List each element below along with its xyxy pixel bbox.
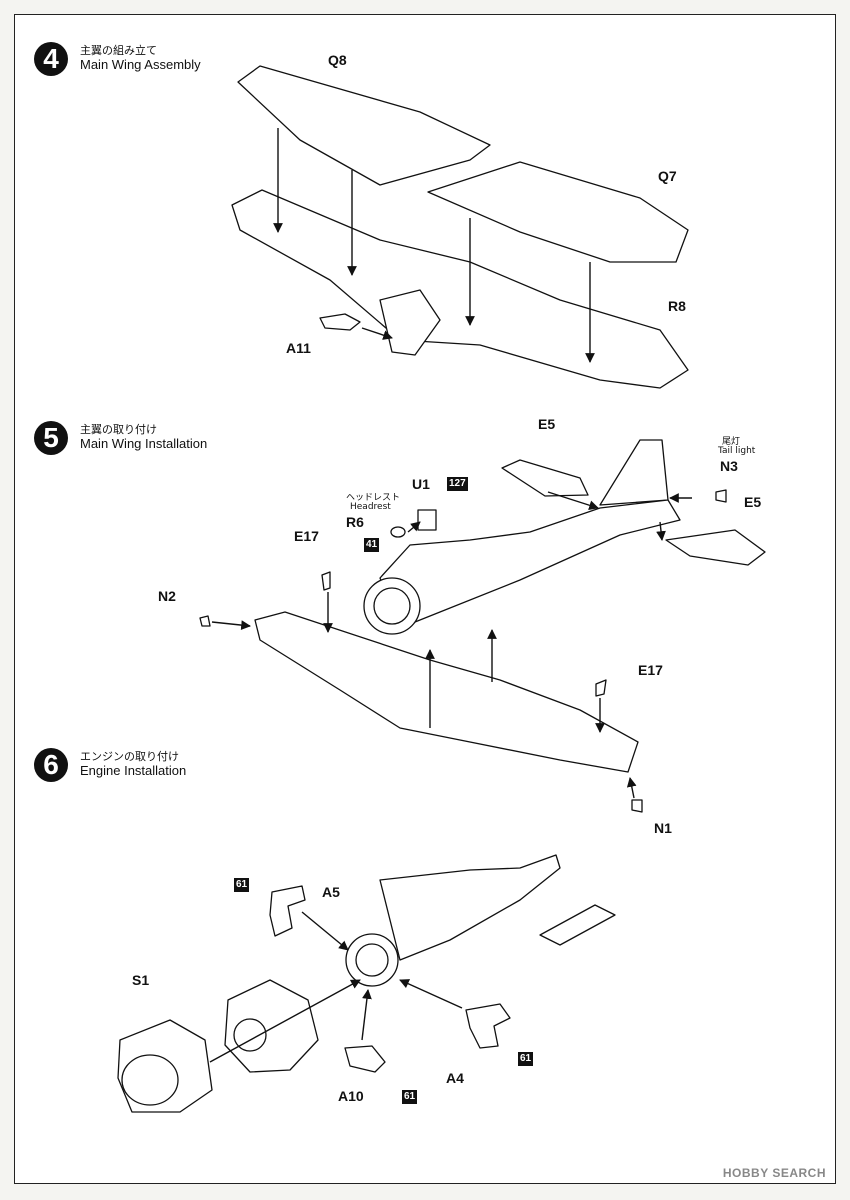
note-tail-light-en: Tail light: [718, 446, 756, 456]
exhaust-a4: [465, 1003, 511, 1049]
step-title-jp: 主翼の取り付け: [80, 423, 157, 436]
note-headrest-jp: ヘッドレスト: [346, 493, 401, 503]
label-e17-right: E17: [638, 662, 663, 678]
wing-upper-right-q7: [427, 161, 689, 263]
watermark: HOBBY SEARCH: [722, 1166, 826, 1180]
label-n3: N3: [720, 458, 738, 474]
label-e5-right: E5: [744, 494, 762, 510]
wing-upper-left-q8: [237, 65, 491, 186]
step-title-jp: エンジンの取り付け: [80, 750, 179, 763]
part-n3: [715, 489, 727, 503]
step-title-jp: 主翼の組み立て: [80, 44, 157, 57]
fuselage-front: [379, 854, 561, 961]
step-title-en: Main Wing Assembly: [80, 57, 201, 72]
label-u1: U1: [412, 476, 430, 492]
label-e5-top: E5: [538, 416, 556, 432]
step-number: 5: [34, 421, 68, 455]
label-a4: A4: [446, 1070, 464, 1086]
note-tail-light-jp: 尾灯: [722, 437, 741, 447]
label-a10: A10: [338, 1088, 364, 1104]
label-r6: R6: [346, 514, 364, 530]
note-headrest-en: Headrest: [350, 502, 391, 512]
step-title-en: Main Wing Installation: [80, 436, 208, 451]
step-number: 4: [34, 42, 68, 76]
vertical-stabilizer: [599, 439, 669, 506]
part-n2: [199, 615, 211, 627]
part-e17-left: [321, 571, 331, 591]
exhaust-a10: [344, 1045, 386, 1073]
stabilizer-e5-top: [501, 459, 589, 497]
wing-lower-r8: [231, 189, 689, 389]
part-n1: [631, 799, 643, 813]
part-r6: [390, 526, 406, 538]
label-q8: Q8: [328, 52, 347, 68]
label-a11: A11: [286, 340, 311, 356]
paint-code-a4: 61: [518, 1052, 534, 1066]
stabilizer-e5-right: [665, 529, 766, 566]
fuselage: [379, 499, 681, 629]
label-n2: N2: [158, 588, 176, 604]
paint-code-a5: 61: [234, 878, 250, 892]
paint-code-u1: 127: [447, 477, 468, 491]
part-e17-right: [595, 679, 607, 697]
label-r8: R8: [668, 298, 686, 314]
label-e17-left: E17: [294, 528, 319, 544]
label-s1: S1: [132, 972, 150, 988]
label-a5: A5: [322, 884, 340, 900]
exhaust-a5: [269, 885, 306, 937]
paint-code-a10: 61: [402, 1090, 418, 1104]
paint-code-r6: 41: [364, 538, 380, 552]
fuselage-centre-a11: [379, 289, 441, 356]
headrest-u1: [417, 509, 437, 531]
part-a11: [319, 313, 361, 331]
label-n1: N1: [654, 820, 672, 836]
main-wing: [254, 611, 639, 773]
step-number: 6: [34, 748, 68, 782]
label-q7: Q7: [658, 168, 677, 184]
step-title-en: Engine Installation: [80, 763, 187, 778]
